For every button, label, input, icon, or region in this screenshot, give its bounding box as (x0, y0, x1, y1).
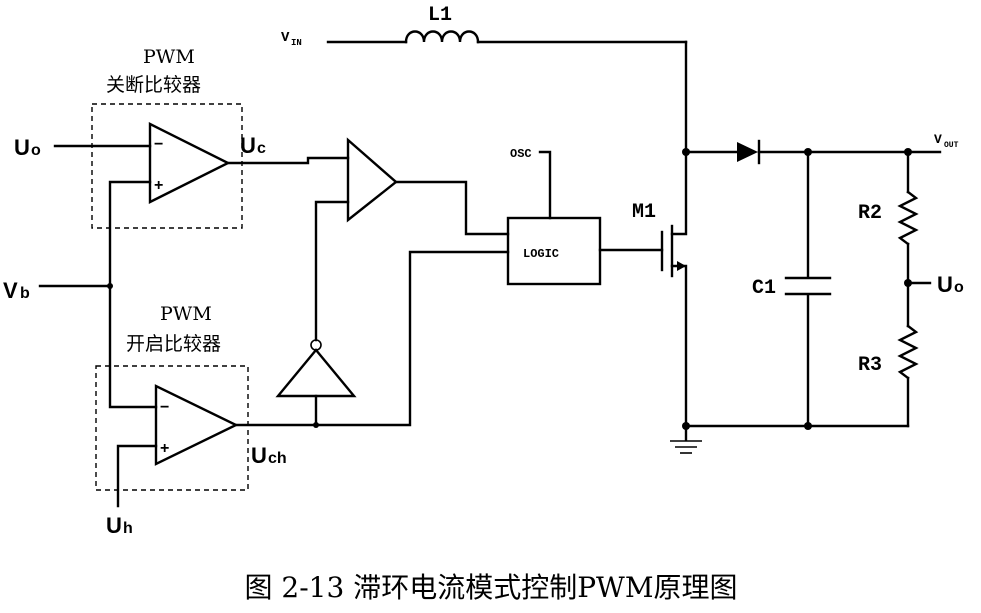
svg-text:IN: IN (291, 38, 302, 48)
r2-label: R2 (858, 202, 882, 225)
svg-text:U: U (251, 443, 267, 468)
svg-text:V: V (934, 132, 942, 147)
pwm-off-plus: + (154, 177, 163, 194)
pwm-on-comparator (154, 384, 239, 466)
svg-text:b: b (20, 285, 30, 302)
ground-junction-mid (804, 422, 812, 430)
buffer-to-logic-wire (394, 180, 510, 236)
svg-text:o: o (31, 142, 41, 159)
inductor-l1 (404, 30, 480, 44)
pwm-on-subtitle: 开启比较器 (126, 333, 221, 355)
pwm-off-subtitle: 关断比较器 (106, 74, 201, 96)
m1-source-wire (670, 264, 688, 428)
svg-text:o: o (954, 279, 964, 296)
inverter (275, 348, 357, 398)
inverter-to-buffer-wire (314, 200, 350, 342)
inductor-l1-label: L1 (428, 4, 452, 27)
pwm-off-comparator-box (91, 103, 243, 229)
svg-text:c: c (257, 140, 266, 157)
uo-input-label: U o (14, 135, 41, 160)
uch-label: U ch (251, 443, 287, 468)
m1-drain-wire (670, 150, 688, 236)
uh-label: U h (106, 513, 133, 538)
m1-label: M1 (632, 201, 656, 224)
buffer-amplifier (346, 137, 398, 223)
diode (737, 142, 758, 162)
resistor-r3 (897, 324, 919, 380)
c1-label: C1 (752, 277, 776, 300)
vb-label: V b (3, 278, 30, 303)
vin-label: V IN (281, 30, 302, 48)
logic-label: LOGIC (523, 247, 559, 261)
osc-wire (538, 150, 552, 220)
svg-text:V: V (3, 278, 18, 303)
figure-caption: 图 2-13 滞环电流模式控制PWM原理图 (245, 571, 738, 604)
pwm-on-minus: − (160, 399, 169, 416)
uc-wire (226, 156, 350, 165)
vb-to-off-plus-wire (108, 180, 152, 288)
svg-text:OUT: OUT (944, 141, 959, 150)
ground-symbol (670, 424, 702, 454)
pwm-off-comparator (148, 122, 231, 204)
pwm-on-title: PWM (160, 303, 212, 325)
uh-to-on-plus-wire (116, 444, 158, 508)
svg-text:h: h (123, 520, 133, 537)
svg-text:U: U (14, 135, 30, 160)
uch-junction (313, 422, 319, 428)
svg-text:V: V (281, 30, 290, 46)
resistor-r2 (897, 190, 919, 246)
pwm-off-title: PWM (143, 46, 195, 68)
pwm-off-minus: − (154, 136, 163, 153)
vb-to-on-minus-wire (108, 284, 158, 409)
r3-label: R3 (858, 354, 882, 377)
svg-text:U: U (106, 513, 122, 538)
uc-label: U c (240, 133, 266, 158)
inverter-bubble (310, 339, 322, 351)
svg-text:ch: ch (268, 450, 287, 467)
pwm-on-comparator-box (95, 365, 249, 491)
uo-output-label: U o (937, 272, 964, 297)
vout-label: V OUT (934, 132, 959, 150)
svg-text:U: U (937, 272, 953, 297)
osc-label: OSC (510, 147, 532, 161)
svg-text:U: U (240, 133, 256, 158)
uch-to-logic-wire (234, 250, 510, 427)
pwm-on-plus: + (160, 440, 169, 457)
m1-arrow (677, 261, 686, 271)
